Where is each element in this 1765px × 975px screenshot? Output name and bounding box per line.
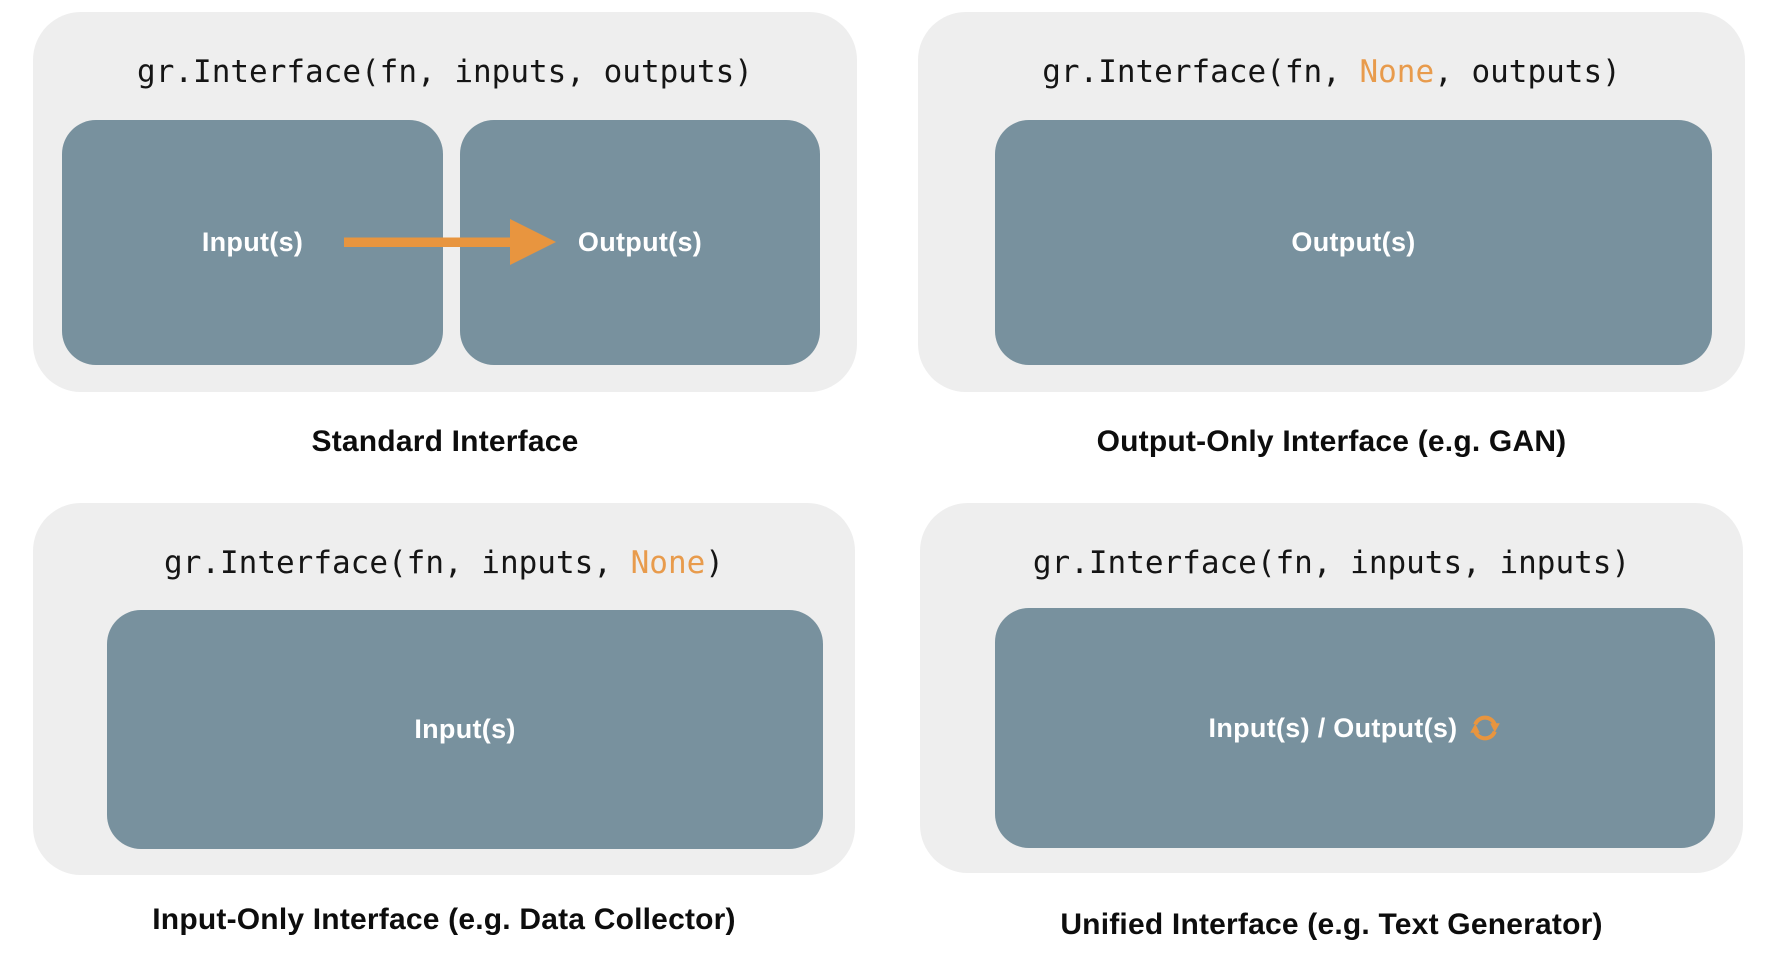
panel-output-only-interface: gr.Interface(fn, None, outputs) Output(s… xyxy=(918,12,1745,392)
output-box-label: Output(s) xyxy=(577,227,703,257)
code-segment: , outputs) xyxy=(1434,54,1621,90)
panel-standard-interface: gr.Interface(fn, inputs, outputs) Input(… xyxy=(33,12,857,392)
sync-icon xyxy=(1470,715,1501,741)
code-segment: gr.Interface(fn, inputs, inputs) xyxy=(1032,545,1631,581)
caption-output-only-interface: Output-Only Interface (e.g. GAN) xyxy=(1096,425,1567,458)
code-segment: gr.Interface(fn, inputs, xyxy=(164,545,631,581)
right-arrow-icon xyxy=(344,219,556,265)
code-segment-none-highlight: None xyxy=(1359,54,1435,90)
input-box: Input(s) xyxy=(107,610,823,849)
caption-unified-interface: Unified Interface (e.g. Text Generator) xyxy=(1060,908,1603,941)
code-segment: gr.Interface(fn, xyxy=(1042,54,1360,90)
caption-standard-interface: Standard Interface xyxy=(311,425,579,458)
code-segment: ) xyxy=(705,545,724,581)
code-line-standard: gr.Interface(fn, inputs, outputs) xyxy=(33,54,857,90)
panel-input-only-interface: gr.Interface(fn, inputs, None) Input(s) xyxy=(33,503,855,875)
code-line-input-only: gr.Interface(fn, inputs, None) xyxy=(33,545,855,581)
input-output-box-label-wrap: Input(s) / Output(s) xyxy=(1209,712,1502,744)
output-box: Output(s) xyxy=(995,120,1712,365)
input-output-box: Input(s) / Output(s) xyxy=(995,608,1715,848)
code-segment-none-highlight: None xyxy=(630,545,706,581)
panel-unified-interface: gr.Interface(fn, inputs, inputs) Input(s… xyxy=(920,503,1743,873)
caption-input-only-interface: Input-Only Interface (e.g. Data Collecto… xyxy=(152,903,736,936)
code-line-unified: gr.Interface(fn, inputs, inputs) xyxy=(920,545,1743,581)
code-segment: gr.Interface(fn, inputs, outputs) xyxy=(137,54,753,90)
code-line-output-only: gr.Interface(fn, None, outputs) xyxy=(918,54,1745,90)
output-box-label: Output(s) xyxy=(1291,227,1416,257)
input-box-label: Input(s) xyxy=(414,714,516,744)
input-output-box-label: Input(s) / Output(s) xyxy=(1208,712,1458,743)
input-box-label: Input(s) xyxy=(201,227,304,257)
